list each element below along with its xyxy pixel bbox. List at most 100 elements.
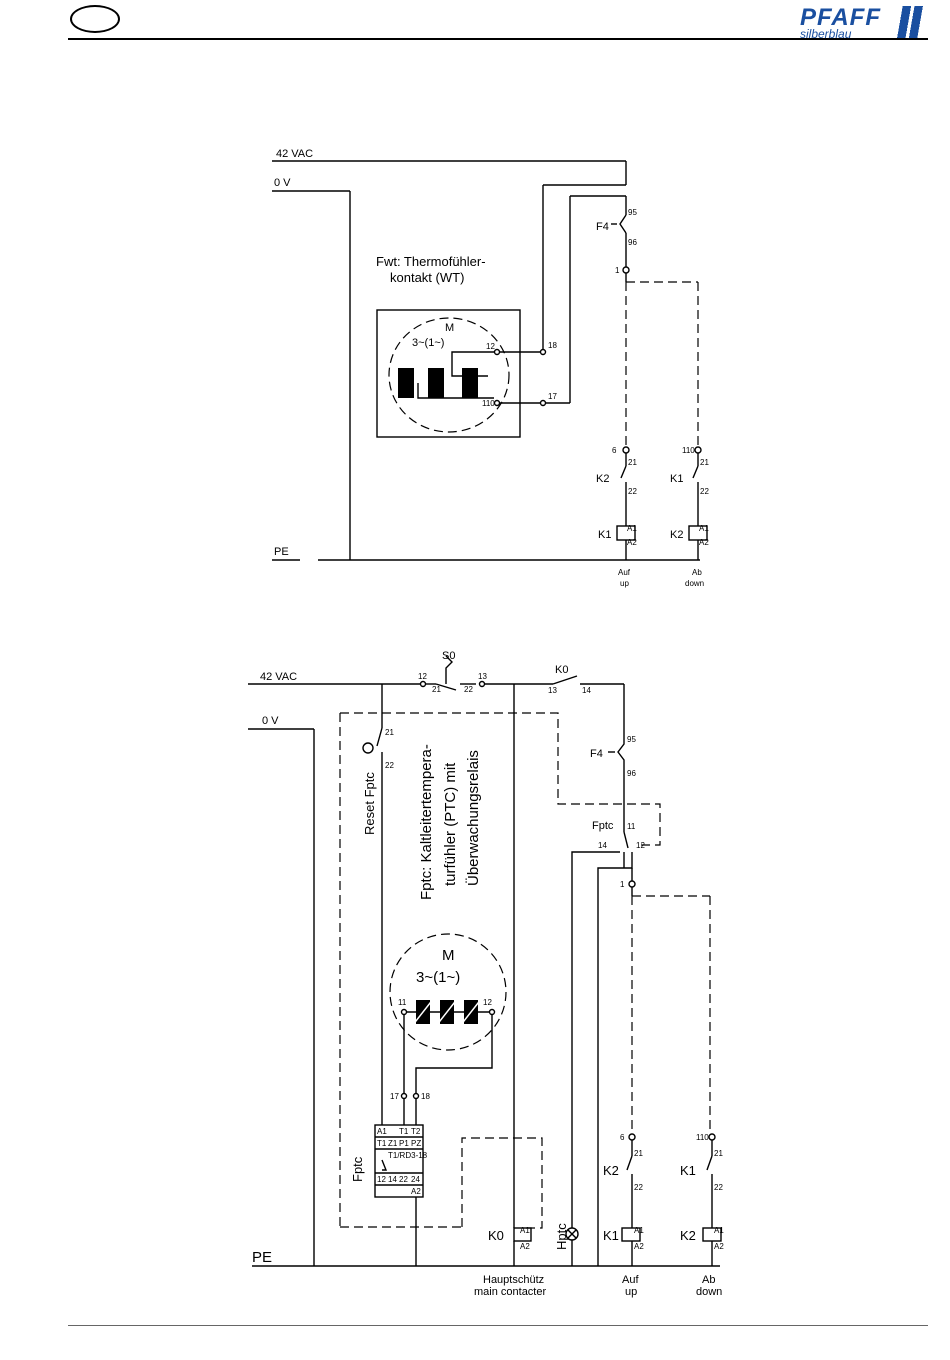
node-1 xyxy=(628,880,636,888)
node-6 xyxy=(628,1133,636,1141)
winding-3 xyxy=(462,368,478,398)
k2-a2: A2 xyxy=(714,1242,724,1251)
motor-outline xyxy=(389,933,507,1051)
node-6-label: 6 xyxy=(612,446,617,455)
node-6 xyxy=(622,446,630,454)
node-1 xyxy=(622,266,630,274)
k0-13: 13 xyxy=(548,686,557,695)
fptc-device-label: Fptc xyxy=(350,1156,365,1182)
relay-a2: A2 xyxy=(411,1187,421,1196)
node-6-label: 6 xyxy=(620,1133,625,1142)
up-label-en: up xyxy=(625,1286,637,1298)
motor-terminal-12: 12 xyxy=(486,342,495,351)
relay-row2-3: P1 xyxy=(399,1139,409,1148)
k2-coil-label: K2 xyxy=(680,1228,696,1243)
down-label-de: Ab xyxy=(702,1274,715,1286)
winding-1 xyxy=(398,368,414,398)
fptc-contact-label: Fptc xyxy=(592,820,614,832)
hptc-label: Hptc xyxy=(554,1223,569,1250)
logo-mark xyxy=(896,6,924,38)
down-label-en: down xyxy=(685,579,704,588)
fptc-12: 12 xyxy=(636,841,645,850)
logo-subline: silberblau xyxy=(800,27,852,41)
k1-contact-21: 21 xyxy=(714,1149,723,1158)
motor-label: M xyxy=(445,322,454,334)
node-1-label: 1 xyxy=(615,266,620,275)
k1-contact-label: K1 xyxy=(680,1163,696,1178)
reset-21: 21 xyxy=(385,728,394,737)
terminal-18-label: 18 xyxy=(548,341,557,350)
language-badge xyxy=(70,5,120,33)
k1-contact-22: 22 xyxy=(714,1183,723,1192)
s0-13: 13 xyxy=(478,672,487,681)
terminal-18: 18 xyxy=(421,1092,430,1101)
relay-row3-3: 22 xyxy=(399,1175,408,1184)
k0-coil-label: K0 xyxy=(488,1228,504,1243)
sensor-caption-line-2: kontakt (WT) xyxy=(390,270,464,285)
node-110-label: 110 xyxy=(682,446,695,455)
node-1-label: 1 xyxy=(620,880,625,889)
node-110-label: 110 xyxy=(696,1133,709,1142)
main-contactor-label-en: main contacter xyxy=(474,1286,546,1298)
down-label-en: down xyxy=(696,1286,722,1298)
k2-coil-label: K2 xyxy=(670,529,683,541)
sensor-caption-line-1: Fwt: Thermofühler- xyxy=(376,254,486,269)
up-label-de: Auf xyxy=(622,1274,639,1286)
k1-coil xyxy=(621,1227,641,1242)
k1-contact-label: K1 xyxy=(670,473,683,485)
fptc-11: 11 xyxy=(627,822,636,831)
k0-label: K0 xyxy=(555,664,568,676)
fptc-caption-line-2: turfühler (PTC) mit xyxy=(442,762,459,886)
main-contactor-label-de: Hauptschütz xyxy=(483,1274,544,1286)
relay-t1: T1 xyxy=(399,1127,409,1136)
earth-rail-label: PE xyxy=(252,1249,272,1266)
terminal-17: 17 xyxy=(390,1092,399,1101)
s0-label: S0 xyxy=(442,650,455,662)
k1-contact-21: 21 xyxy=(700,458,709,467)
earth-rail-label: PE xyxy=(274,546,289,558)
relay-row3-2: 14 xyxy=(388,1175,397,1184)
motor-phase: 3~(1~) xyxy=(416,969,460,986)
supply-rail-label: 42 VAC xyxy=(276,148,313,160)
k0-a2: A2 xyxy=(520,1242,530,1251)
header-rule xyxy=(68,38,928,40)
pfaff-logo: PFAFF silberblau xyxy=(800,4,926,41)
reset-label: Reset Fptc xyxy=(362,772,377,835)
fptc-caption-line-3: Überwachungsrelais xyxy=(464,750,482,886)
relay-row3-1: 12 xyxy=(377,1175,386,1184)
k1-a1: A1 xyxy=(634,1226,644,1235)
relay-row2-4: PZ xyxy=(411,1139,421,1148)
up-label-en: up xyxy=(620,579,629,588)
k1-a1: A1 xyxy=(627,524,637,533)
logo-brand: PFAFF xyxy=(800,4,881,31)
reset-button xyxy=(362,742,374,754)
node-110 xyxy=(694,446,702,454)
k2-contact-21: 21 xyxy=(634,1149,643,1158)
f4-96: 96 xyxy=(628,238,637,247)
winding-2 xyxy=(428,368,444,398)
neutral-rail-label: 0 V xyxy=(262,715,279,727)
f4-95: 95 xyxy=(628,208,637,217)
reset-22: 22 xyxy=(385,761,394,770)
up-label-de: Auf xyxy=(618,568,631,577)
motor-11: 11 xyxy=(398,998,407,1007)
neutral-rail-label: 0 V xyxy=(274,177,291,189)
relay-t2: T2 xyxy=(411,1127,421,1136)
f4-96: 96 xyxy=(627,769,636,778)
k0-coil xyxy=(513,1227,532,1242)
relay-row3-4: 24 xyxy=(411,1175,420,1184)
motor-housing xyxy=(376,309,521,438)
relay-row2-2: Z1 xyxy=(388,1139,398,1148)
k2-a1: A1 xyxy=(714,1226,724,1235)
f4-95: 95 xyxy=(627,735,636,744)
f4-label: F4 xyxy=(590,748,603,760)
relay-row2-1: T1 xyxy=(377,1139,387,1148)
footer-rule xyxy=(68,1325,928,1326)
fptc-14: 14 xyxy=(598,841,607,850)
f4-label: F4 xyxy=(596,221,609,233)
down-label-de: Ab xyxy=(692,568,702,577)
k1-contact-22: 22 xyxy=(700,487,709,496)
k1-coil-label: K1 xyxy=(603,1228,619,1243)
k1-coil-label: K1 xyxy=(598,529,611,541)
